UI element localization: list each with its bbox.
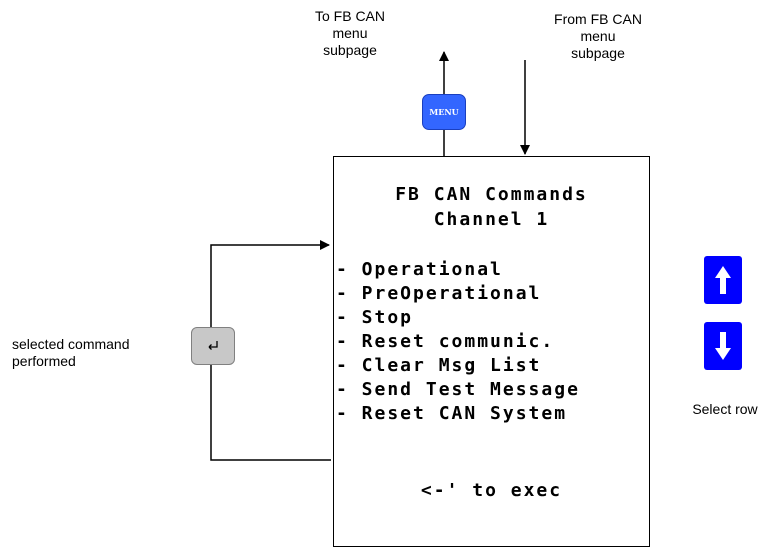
exec-hint: <-' to exec: [420, 480, 563, 501]
row-up-button[interactable]: [704, 256, 742, 304]
from-fb-caption: From FB CAN menu subpage: [554, 11, 642, 61]
menu-row[interactable]: - Operational: [336, 259, 503, 280]
arrow-up-icon: [715, 266, 731, 294]
menu-row[interactable]: - Send Test Message: [336, 379, 580, 400]
arrow-down-icon: [715, 332, 731, 360]
menu-row[interactable]: - Clear Msg List: [336, 355, 542, 376]
menu-row[interactable]: - Reset communic.: [336, 331, 555, 352]
enter-button[interactable]: [191, 327, 235, 365]
row-down-button[interactable]: [704, 322, 742, 370]
select-row-caption: Select row: [692, 401, 758, 417]
menu-row[interactable]: - Stop: [336, 307, 414, 328]
screen-subtitle: Channel 1: [433, 209, 550, 230]
menu-row[interactable]: - PreOperational: [336, 283, 542, 304]
screen-title: FB CAN Commands: [395, 184, 588, 205]
menu-button[interactable]: MENU: [422, 94, 466, 130]
display-screen: FB CAN Commands Channel 1 - Operational …: [333, 156, 650, 547]
to-fb-caption: To FB CAN menu subpage: [314, 8, 385, 58]
selected-command-caption: selected command performed: [12, 336, 130, 369]
enter-icon: [208, 341, 218, 350]
menu-row[interactable]: - Reset CAN System: [336, 403, 568, 424]
